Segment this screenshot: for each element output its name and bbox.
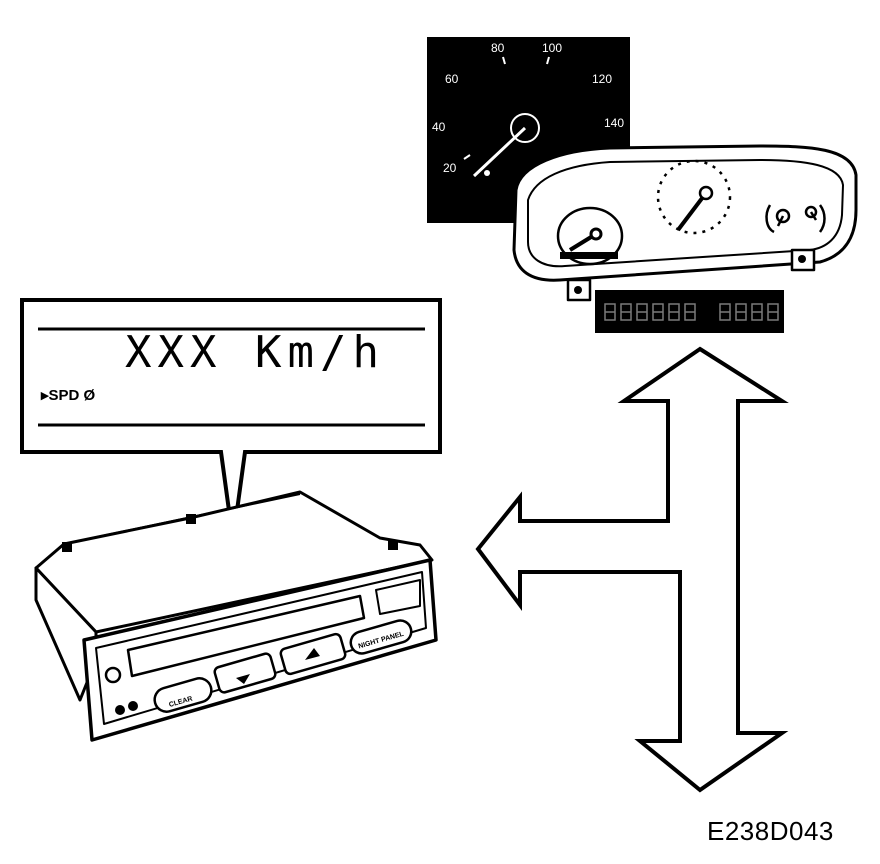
display-segment-digit <box>751 303 763 321</box>
display-segment-digit <box>604 303 616 321</box>
speed-tick-100: 100 <box>542 41 562 55</box>
display-segment-digit <box>735 303 747 321</box>
instrument-cluster <box>512 144 858 302</box>
segment-display-strip <box>595 290 784 333</box>
speed-tick-60: 60 <box>445 72 459 86</box>
figure-id: E238D043 <box>707 816 834 846</box>
callout-bubble <box>20 298 442 541</box>
connection-arrows <box>475 346 789 793</box>
display-segment-digit <box>652 303 664 321</box>
display-segment-digit <box>668 303 680 321</box>
speed-tick-20: 20 <box>443 161 457 175</box>
display-segment-digit <box>684 303 696 321</box>
speed-tick-140: 140 <box>604 116 624 130</box>
speed-tick-80: 80 <box>491 41 505 55</box>
display-segment-digit <box>636 303 648 321</box>
display-segment-digit <box>767 303 779 321</box>
display-segment-digit <box>719 303 731 321</box>
callout-speed-readout: XXX Km/h <box>125 327 385 378</box>
callout-menu-line: ▸SPD Ø <box>41 387 96 404</box>
display-segment-digit <box>620 303 632 321</box>
speed-tick-40: 40 <box>432 120 446 134</box>
display-module <box>34 490 438 742</box>
speed-tick-120: 120 <box>592 72 612 86</box>
